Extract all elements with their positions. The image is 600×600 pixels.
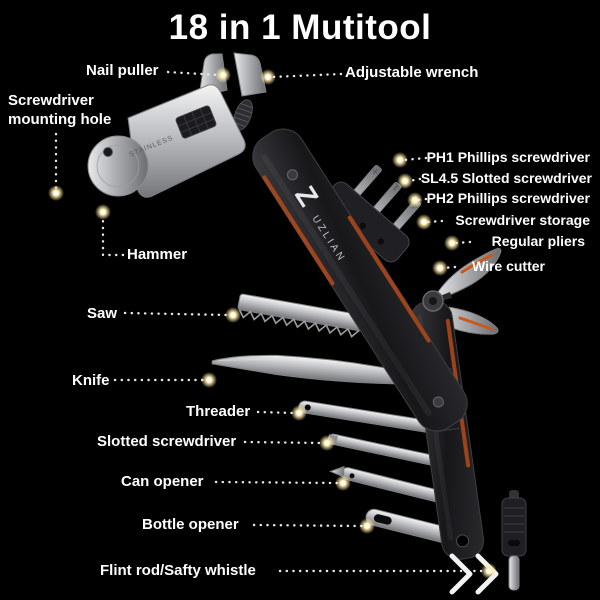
leader-dots: [48, 67, 497, 579]
callout-threader: Threader: [186, 403, 251, 420]
hammer-head: STAINLESS: [87, 52, 267, 198]
leader-adjustable-wrench: [270, 72, 343, 79]
callout-slotted-screwdriver: Slotted screwdriver: [97, 433, 237, 450]
callout-sl45-screwdriver: SL4.5 Slotted screwdriver: [420, 170, 592, 186]
callout-nail-puller: Nail puller: [86, 62, 159, 79]
callout-ph2-screwdriver: PH2 Phillips screwdriver: [426, 190, 590, 206]
pliers-upper-jaw: [433, 248, 502, 301]
jaw-grip-lower: [458, 316, 493, 331]
leader-hammer: [101, 214, 125, 257]
leader-bottle-opener: [252, 523, 364, 528]
jaw-grip-upper: [460, 253, 494, 274]
callout-hammer: Hammer: [127, 246, 188, 263]
page-title: 18 in 1 Mutitool: [168, 8, 432, 47]
callout-screwdriver-storage: Screwdriver storage: [455, 212, 590, 228]
callout-regular-pliers: Regular pliers: [491, 233, 585, 249]
callout-flint-rod-whistle: Flint rod/Safty whistle: [100, 562, 256, 579]
leader-saw: [123, 311, 230, 317]
head-grip-inlay: [175, 105, 217, 139]
wrench-worm-screw: [232, 99, 254, 131]
callout-knife: Knife: [72, 372, 110, 389]
callout-ph1-screwdriver: PH1 Phillips screwdriver: [426, 149, 590, 165]
pliers-pivot-center: [429, 297, 437, 305]
callout-screwdriver-mounting-hole: Screwdriver mounting hole: [8, 92, 112, 128]
flint-rod-whistle: [501, 490, 527, 591]
callout-wire-cutter: Wire cutter: [471, 258, 545, 274]
screwdriver-bits: [322, 164, 422, 263]
hammer-head-body: [127, 84, 246, 198]
leader-storage: [426, 219, 444, 224]
leader-sl45: [407, 177, 422, 183]
hammer-face-ring: [96, 144, 140, 188]
screwdriver-mounting-hole-detail: [103, 147, 113, 157]
main-handle: Z UZLIAN: [252, 128, 468, 432]
callout-saw: Saw: [87, 305, 118, 322]
leader-wire-cutter: [442, 265, 457, 270]
leader-can-opener: [214, 480, 340, 485]
callout-bottle-opener: Bottle opener: [142, 516, 239, 533]
knife-blade: [211, 354, 396, 385]
leader-threader: [256, 410, 296, 415]
leader-slotted: [243, 440, 324, 445]
slotted-screwdriver-tool: [327, 433, 441, 467]
leader-lines: [54, 70, 486, 573]
leader-regular-pliers: [454, 240, 472, 245]
callout-adjustable-wrench: Adjustable wrench: [345, 64, 479, 81]
callout-can-opener: Can opener: [121, 473, 204, 490]
